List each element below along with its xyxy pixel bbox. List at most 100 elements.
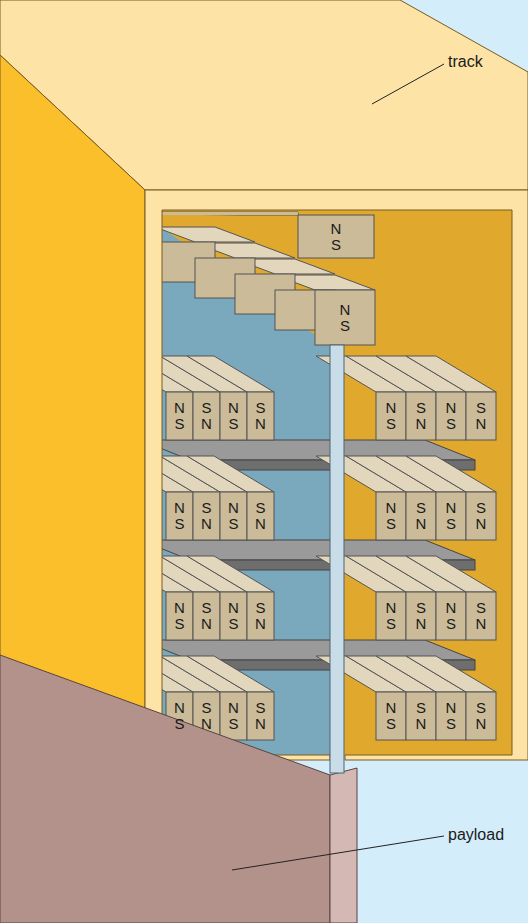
pole-letter: S [224, 416, 244, 432]
pole-letter: N [170, 700, 190, 716]
pole-letter: N [170, 400, 190, 416]
magnet-face [376, 692, 406, 740]
magnet-array [162, 212, 496, 755]
magnet-face [436, 592, 466, 640]
magnet-top [187, 456, 274, 492]
magnet-top [187, 356, 274, 392]
magnet-top [162, 227, 255, 242]
magnet-face [436, 692, 466, 740]
magnet-face [247, 592, 274, 640]
pole-letter: N [224, 600, 244, 616]
magnet-face [376, 492, 406, 540]
blade-edge [330, 345, 344, 773]
track-side [0, 55, 145, 760]
pole-letter: N [471, 416, 491, 432]
payload-front [0, 655, 330, 923]
pole-letter: S [251, 700, 271, 716]
pole-letter: N [251, 616, 271, 632]
magnet-face [166, 392, 193, 440]
pole-letter: S [381, 416, 401, 432]
magnet-face [436, 492, 466, 540]
magnet-top [187, 656, 274, 692]
magnet-face [466, 592, 496, 640]
pole-letter: N [224, 400, 244, 416]
pole-letter: S [471, 500, 491, 516]
magnet-face [166, 492, 193, 540]
pole-letter: N [326, 221, 346, 237]
magnet-face [220, 492, 247, 540]
pole-letter: N [471, 516, 491, 532]
magnet-face [466, 492, 496, 540]
magnet-top [187, 556, 274, 592]
magnet-face [406, 392, 436, 440]
pole-letter: N [197, 516, 217, 532]
leader-line [372, 64, 444, 104]
pole-letter: S [170, 516, 190, 532]
pole-letter: N [197, 716, 217, 732]
pole-letter: N [335, 302, 355, 318]
pole-letter: S [197, 500, 217, 516]
pole-letter: S [197, 400, 217, 416]
pole-letter: S [170, 616, 190, 632]
pole-letter: N [381, 600, 401, 616]
pole-letter: S [170, 416, 190, 432]
pole-letter: N [381, 400, 401, 416]
pole-letter: N [224, 500, 244, 516]
magnet-face [406, 592, 436, 640]
pole-letter: N [170, 500, 190, 516]
pole-letter: N [381, 500, 401, 516]
pole-letter: S [381, 516, 401, 532]
pole-letter: S [251, 600, 271, 616]
payload-side [330, 768, 357, 923]
magnet-face [247, 492, 274, 540]
magnet-face [247, 392, 274, 440]
pole-letter: S [251, 500, 271, 516]
pole-letter: N [251, 716, 271, 732]
pole-letter: N [411, 416, 431, 432]
pole-letter: N [411, 616, 431, 632]
pole-letter: S [224, 716, 244, 732]
pole-letter: N [471, 716, 491, 732]
pole-letter: S [411, 700, 431, 716]
pole-letter: N [441, 700, 461, 716]
magnet-face [376, 592, 406, 640]
pole-letter: N [251, 416, 271, 432]
part-label: payload [448, 826, 504, 844]
pole-letter: S [441, 416, 461, 432]
magnet-top [406, 356, 496, 392]
magnet-face [220, 392, 247, 440]
pole-letter: S [335, 318, 355, 334]
pole-letter: N [224, 700, 244, 716]
magnet-face [298, 215, 374, 258]
magnet-top [406, 456, 496, 492]
pole-letter: S [441, 716, 461, 732]
pole-letter: S [441, 516, 461, 532]
pole-letter: N [251, 516, 271, 532]
magnet-bar [162, 212, 298, 215]
pole-letter: S [471, 600, 491, 616]
leader-line [232, 836, 444, 870]
pole-letter: N [411, 716, 431, 732]
magnet-top [406, 656, 496, 692]
magnet-face [193, 492, 220, 540]
magnet-face [220, 692, 247, 740]
pole-letter: S [197, 700, 217, 716]
pole-letter: S [326, 237, 346, 253]
pole-letter: S [381, 716, 401, 732]
magnet-face [247, 692, 274, 740]
magnet-face [406, 692, 436, 740]
magnet-face [193, 592, 220, 640]
magnet-face [466, 692, 496, 740]
pole-letter: N [197, 616, 217, 632]
pole-letter: S [170, 716, 190, 732]
pole-letter: N [411, 516, 431, 532]
pole-letter: N [441, 500, 461, 516]
pole-letter: S [381, 616, 401, 632]
magnet-top [406, 556, 496, 592]
pole-letter: S [224, 616, 244, 632]
pole-letter: S [441, 616, 461, 632]
pole-letter: N [197, 416, 217, 432]
pole-letter: S [251, 400, 271, 416]
magnet-face [315, 290, 375, 345]
